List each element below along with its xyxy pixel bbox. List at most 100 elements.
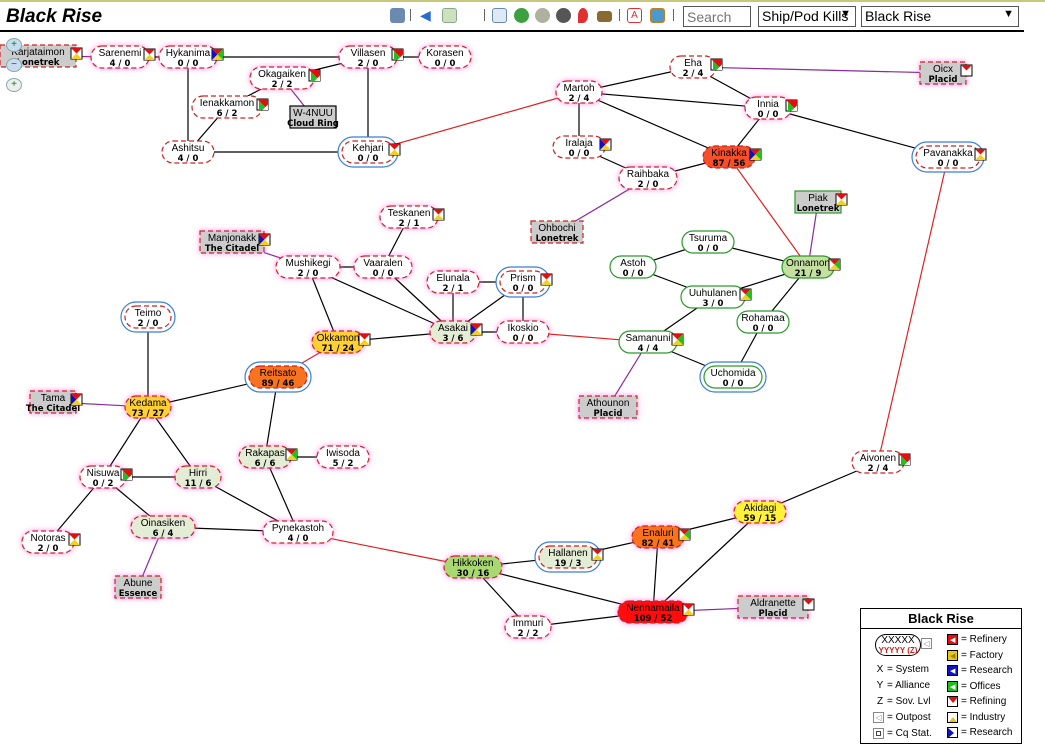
header: Black Rise ◀ A Ship/Pod Kills▼ Black Ris… (0, 2, 1024, 32)
zoom-in-icon[interactable]: + (6, 38, 22, 52)
map-pin-icon[interactable] (578, 8, 588, 23)
legend-station-label: = Industry (961, 711, 1006, 723)
pdf-icon[interactable]: A (627, 8, 642, 23)
truck-icon[interactable] (597, 11, 612, 22)
system-box (341, 140, 395, 164)
legend-station: = Refining (947, 696, 1006, 707)
station-legend-icon: ◀ (947, 649, 958, 661)
system-kills: 0 / 0 (623, 269, 644, 279)
system-kills: 2 / 0 (298, 269, 319, 279)
system-kills: 0 / 2 (93, 479, 114, 489)
station-ryg-icon (678, 528, 691, 541)
system-name: Iralaja (565, 138, 593, 149)
back-icon[interactable]: ◀ (420, 7, 431, 23)
legend-station-label: = Offices (961, 680, 1001, 692)
system-region: Placid (929, 75, 958, 85)
system-box (504, 615, 552, 639)
station-legend-icon: ◀ (947, 634, 958, 645)
overlay-select[interactable]: Ship/Pod Kills▼ (758, 6, 856, 27)
system-box (130, 515, 196, 539)
add-bookmark-icon[interactable] (390, 8, 405, 23)
divider (619, 9, 620, 21)
legend-key: = Cq Stat. (873, 728, 932, 739)
dark-coin-icon[interactable] (556, 8, 571, 23)
calendar-icon[interactable] (442, 8, 457, 23)
system-box (702, 145, 756, 169)
system-name: Iwisoda (326, 448, 360, 459)
zoom-out-icon[interactable]: − (6, 58, 22, 72)
system-box (538, 545, 598, 569)
table-icon[interactable] (492, 8, 507, 23)
region-select[interactable]: Black Rise▼ (861, 6, 1019, 27)
image-icon[interactable] (650, 8, 665, 23)
system-name: W-4NUU (293, 108, 333, 119)
system-box (379, 205, 439, 229)
silver-coin-icon[interactable] (535, 8, 550, 23)
globe-icon[interactable] (514, 8, 529, 23)
system-name: Aivonen (860, 453, 896, 464)
system-name: Astoh (620, 258, 646, 269)
zoom-reset-icon[interactable]: + (6, 78, 22, 92)
system-kills: 11 / 6 (185, 479, 212, 489)
jump-line (692, 66, 944, 74)
search-input[interactable] (683, 6, 751, 27)
